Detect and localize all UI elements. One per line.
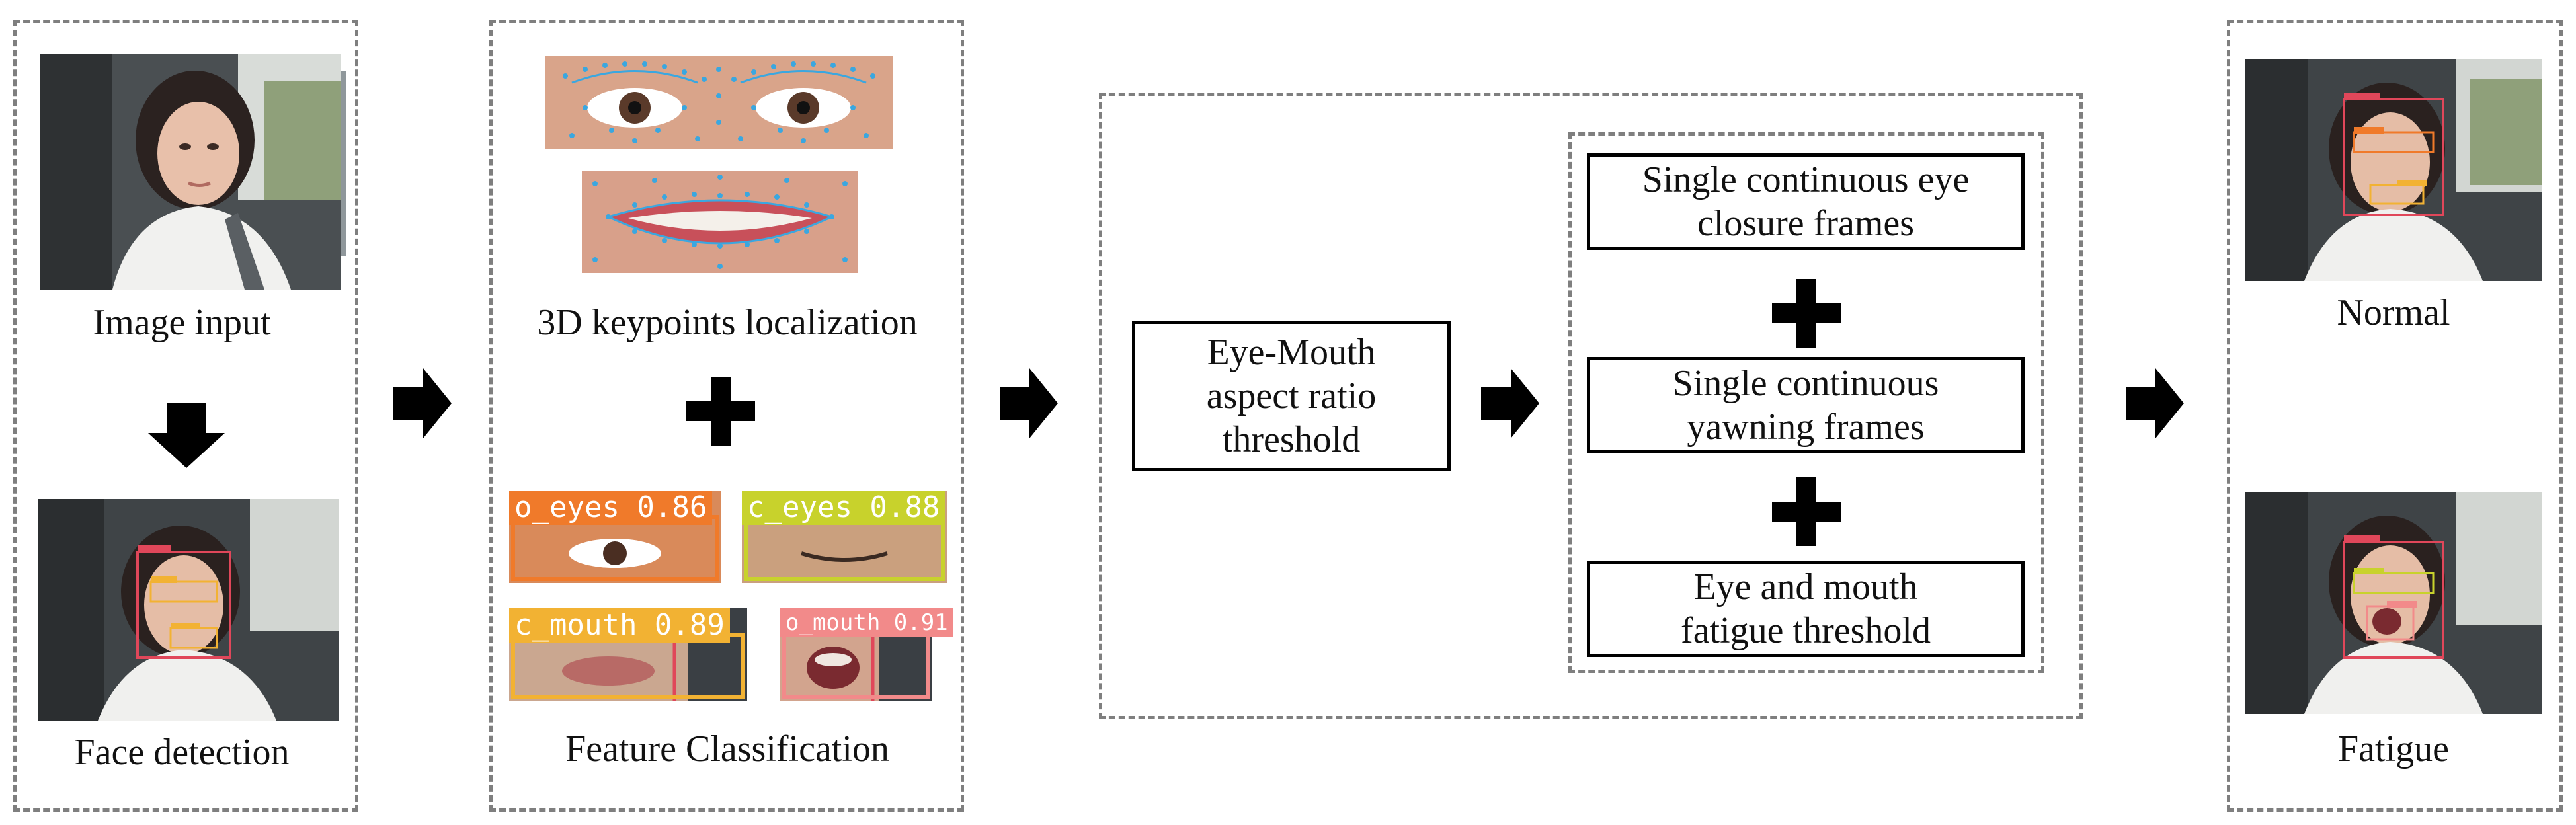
closed-eyes-label: c_eyes 0.88 — [742, 491, 946, 525]
image-input-label: Image input — [93, 302, 271, 343]
right-arrow-icon — [1481, 368, 1539, 438]
face-detection-image — [38, 499, 339, 721]
fatigue-result-image — [2245, 492, 2542, 714]
face-detection-label: Face detection — [74, 732, 290, 773]
stage-feature-extraction-panel — [489, 20, 964, 812]
plus-icon — [1772, 477, 1841, 546]
normal-result-image — [2245, 59, 2542, 281]
open-eyes-crop: o_eyes 0.86 — [509, 491, 721, 583]
eye-keypoints-image — [545, 56, 893, 149]
right-arrow-icon — [2126, 368, 2184, 438]
input-image-driver — [40, 54, 341, 290]
closed-mouth-crop: c_mouth 0.89 — [509, 608, 747, 701]
fatigue-label: Fatigue — [2338, 728, 2449, 769]
normal-label: Normal — [2337, 292, 2450, 333]
yawning-frames-box: Single continuous yawning frames — [1587, 357, 2025, 453]
stage-input-detection-panel — [13, 20, 358, 812]
closed-mouth-label: c_mouth 0.89 — [509, 608, 730, 643]
keypoints-localization-label: 3D keypoints localization — [537, 302, 918, 343]
closed-eyes-crop: c_eyes 0.88 — [742, 491, 947, 583]
plus-icon — [686, 377, 755, 446]
fatigue-criteria-group — [1568, 132, 2044, 673]
stage-output-panel — [2227, 20, 2563, 812]
right-arrow-icon — [1000, 368, 1058, 438]
eye-closure-frames-box: Single continuous eye closure frames — [1587, 153, 2025, 250]
plus-icon — [1772, 279, 1841, 348]
right-arrow-icon — [393, 368, 452, 438]
open-eyes-label: o_eyes 0.86 — [509, 491, 713, 525]
eye-mouth-ratio-threshold-box: Eye-Mouth aspect ratio threshold — [1132, 321, 1451, 471]
stage-threshold-decision-panel — [1099, 93, 2083, 719]
mouth-keypoints-image — [582, 171, 858, 273]
open-mouth-crop: o_mouth 0.91 — [780, 608, 953, 701]
open-mouth-label: o_mouth 0.91 — [780, 608, 953, 637]
down-arrow-icon — [148, 403, 225, 468]
fatigue-threshold-box: Eye and mouth fatigue threshold — [1587, 561, 2025, 657]
feature-classification-label: Feature Classification — [565, 728, 889, 769]
